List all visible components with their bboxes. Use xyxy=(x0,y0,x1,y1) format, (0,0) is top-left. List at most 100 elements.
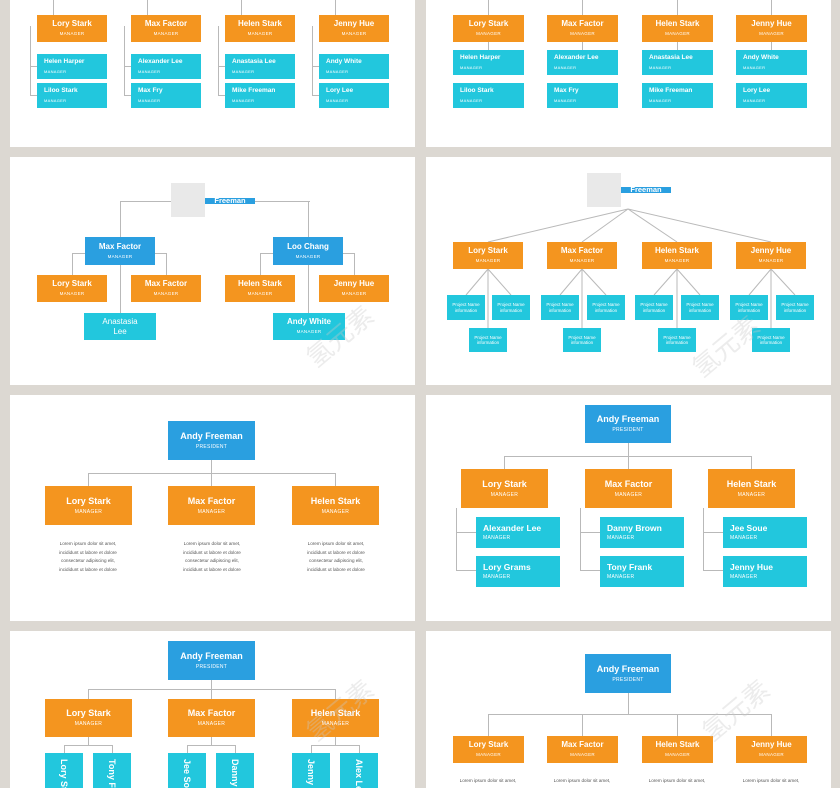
staff-box-vertical[interactable]: Lory Stark xyxy=(45,753,83,788)
project-box[interactable]: Project Name information xyxy=(541,295,579,320)
project-box[interactable]: Project Name information xyxy=(681,295,719,320)
project-box[interactable]: Project Name information xyxy=(776,295,814,320)
role: MANAGER xyxy=(743,97,766,103)
role: MANAGER xyxy=(247,291,273,297)
project-label: Project Name information xyxy=(546,302,574,313)
project-box[interactable]: Project Name information xyxy=(563,328,601,352)
connector xyxy=(166,253,167,275)
staff-box-vertical[interactable]: Jee Soue xyxy=(168,753,206,788)
name: Andy Freeman xyxy=(596,414,660,424)
project-label: Project Name information xyxy=(474,334,502,345)
top-box[interactable]: Freeman xyxy=(205,197,255,204)
name: Freeman xyxy=(630,185,662,195)
project-box[interactable]: Project Name information xyxy=(492,295,530,320)
staff-box-vertical[interactable]: Jenny Hue xyxy=(292,753,330,788)
project-box[interactable]: Project Name information xyxy=(658,328,696,352)
project-box[interactable]: Project Name information xyxy=(752,328,790,352)
project-box[interactable]: Project Name information xyxy=(730,295,768,320)
staff-box-vertical[interactable]: Alex Lee xyxy=(340,753,378,788)
project-box[interactable]: Project Name information xyxy=(447,295,485,320)
role: MANAGER xyxy=(59,31,85,37)
name: Jenny Hue xyxy=(751,19,792,29)
name: Alexander Lee xyxy=(483,522,542,533)
project-box[interactable]: Project Name information xyxy=(469,328,507,352)
role: MANAGER xyxy=(730,535,758,542)
project-box[interactable]: Project Name information xyxy=(587,295,625,320)
top-box[interactable]: Freeman xyxy=(621,185,671,195)
project-box[interactable]: Project Name information xyxy=(635,295,673,320)
connector xyxy=(456,508,457,570)
staff-box-vertical[interactable]: Tony Frank xyxy=(93,753,131,788)
project-label: Project Name information xyxy=(497,302,525,313)
staff-box[interactable]: Anastasia Lee xyxy=(84,313,156,340)
staff-box-vertical[interactable]: Danny Brown xyxy=(216,753,254,788)
